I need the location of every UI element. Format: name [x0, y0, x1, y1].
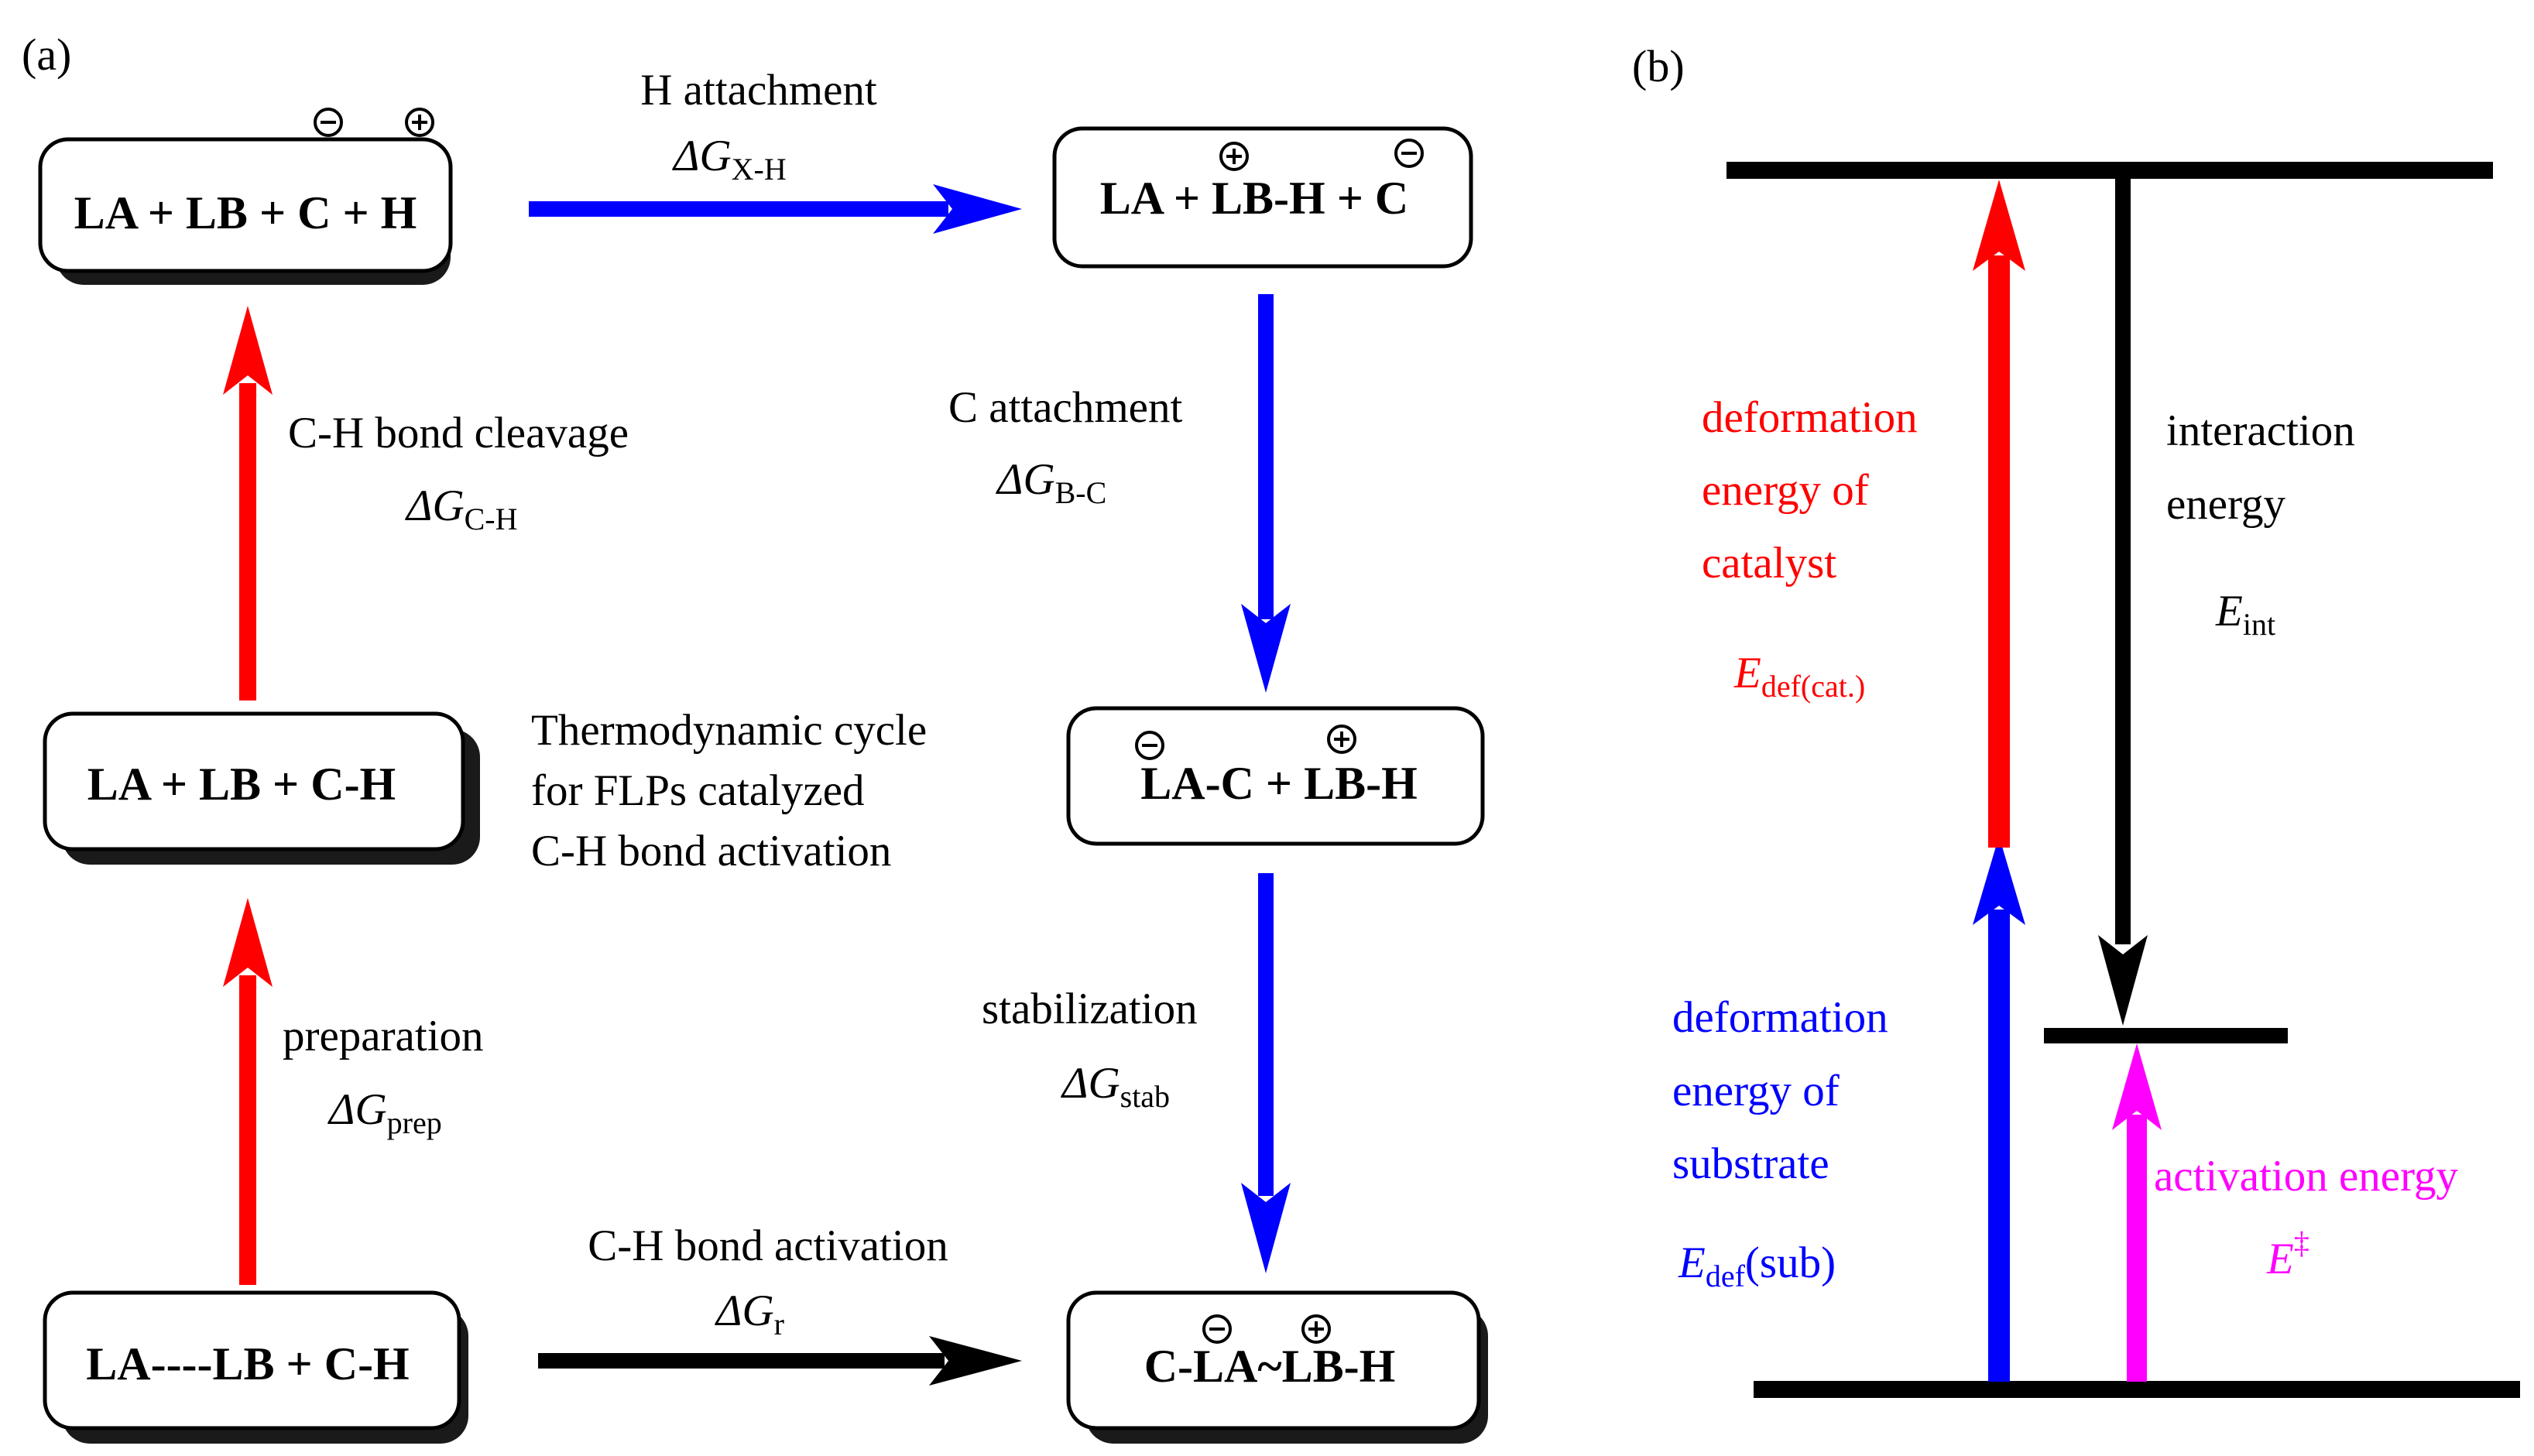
minus-charge-icon: [314, 108, 343, 137]
label-def-sub-symbol: Edef(sub): [1678, 1238, 1836, 1293]
label-def-cat-symbol: Edef(cat.): [1733, 649, 1865, 704]
label-activation-symbol: E‡: [2266, 1225, 2309, 1283]
label-def-sub-2: energy of: [1672, 1067, 1840, 1115]
label-activation: activation energy: [2154, 1152, 2459, 1201]
box-bottom-left: LA----LB + C-H: [43, 1290, 468, 1444]
label-interaction-2: energy: [2166, 480, 2286, 529]
label-ch-activation-energy: ΔGr: [715, 1286, 784, 1341]
label-def-sub-3: substrate: [1672, 1139, 1829, 1188]
minus-charge-icon: [1135, 731, 1164, 760]
panel-b-tag: (b): [1632, 41, 1685, 91]
panel-a-tag: (a): [22, 29, 71, 80]
box-bottom-right: C-LA~LB-H: [1066, 1290, 1488, 1444]
label-h-attachment-energy: ΔGX-H: [672, 132, 787, 187]
arrow-def-substrate: [1973, 836, 2025, 1382]
plus-charge-icon: [1327, 725, 1356, 754]
arrow-ch-cleavage: [223, 306, 273, 701]
arrow-activation: [2112, 1043, 2162, 1382]
label-def-cat-3: catalyst: [1702, 539, 1836, 588]
label-stabilization-energy: ΔGstab: [1061, 1059, 1170, 1114]
label-preparation: preparation: [283, 1012, 484, 1060]
label-preparation-energy: ΔGprep: [327, 1085, 442, 1140]
arrow-stabilization: [1241, 873, 1291, 1273]
minus-charge-icon: [1202, 1314, 1232, 1344]
box-mid-left: LA + LB + C-H: [43, 711, 480, 865]
label-thermo-line2: for FLPs catalyzed: [531, 766, 865, 815]
label-interaction-symbol: Eint: [2215, 587, 2275, 642]
arrow-interaction: [2098, 176, 2148, 1026]
label-def-cat-2: energy of: [1702, 466, 1869, 515]
label-c-attachment-energy: ΔGB-C: [996, 455, 1106, 510]
label-def-cat-1: deformation: [1702, 393, 1918, 442]
label-thermo-line1: Thermodynamic cycle: [531, 706, 927, 755]
arrow-ch-activation: [538, 1336, 1022, 1386]
label-def-sub-1: deformation: [1672, 993, 1888, 1042]
plus-charge-icon: [1301, 1314, 1331, 1344]
label-interaction-1: interaction: [2166, 406, 2355, 455]
box-mid-right-text: LA-C + LB-H: [1140, 758, 1418, 809]
label-h-attachment: H attachment: [640, 66, 877, 115]
box-top-left-text: LA + LB + C + H: [74, 187, 417, 238]
plus-charge-icon: [405, 108, 434, 137]
label-ch-cleavage-energy: ΔGC-H: [405, 481, 518, 536]
box-top-right-text: LA + LB-H + C: [1100, 173, 1408, 224]
arrow-preparation: [223, 898, 273, 1285]
label-ch-cleavage: C-H bond cleavage: [288, 409, 629, 457]
box-top-right: LA + LB-H + C: [1052, 126, 1473, 269]
label-c-attachment: C attachment: [948, 383, 1182, 432]
box-mid-right: LA-C + LB-H: [1066, 706, 1485, 846]
label-ch-activation: C-H bond activation: [588, 1221, 948, 1270]
label-stabilization: stabilization: [982, 985, 1198, 1033]
label-thermo-line3: C-H bond activation: [531, 827, 891, 875]
arrow-def-catalyst: [1973, 180, 2025, 848]
plus-charge-icon: [1219, 142, 1249, 171]
box-bottom-right-text: C-LA~LB-H: [1144, 1341, 1396, 1392]
box-mid-left-text: LA + LB + C-H: [87, 759, 396, 810]
arrow-h-attachment: [529, 184, 1022, 234]
arrow-c-attachment: [1241, 294, 1291, 693]
box-bottom-left-text: LA----LB + C-H: [86, 1338, 409, 1389]
box-top-left: LA + LB + C + H: [38, 108, 453, 285]
minus-charge-icon: [1394, 139, 1424, 168]
